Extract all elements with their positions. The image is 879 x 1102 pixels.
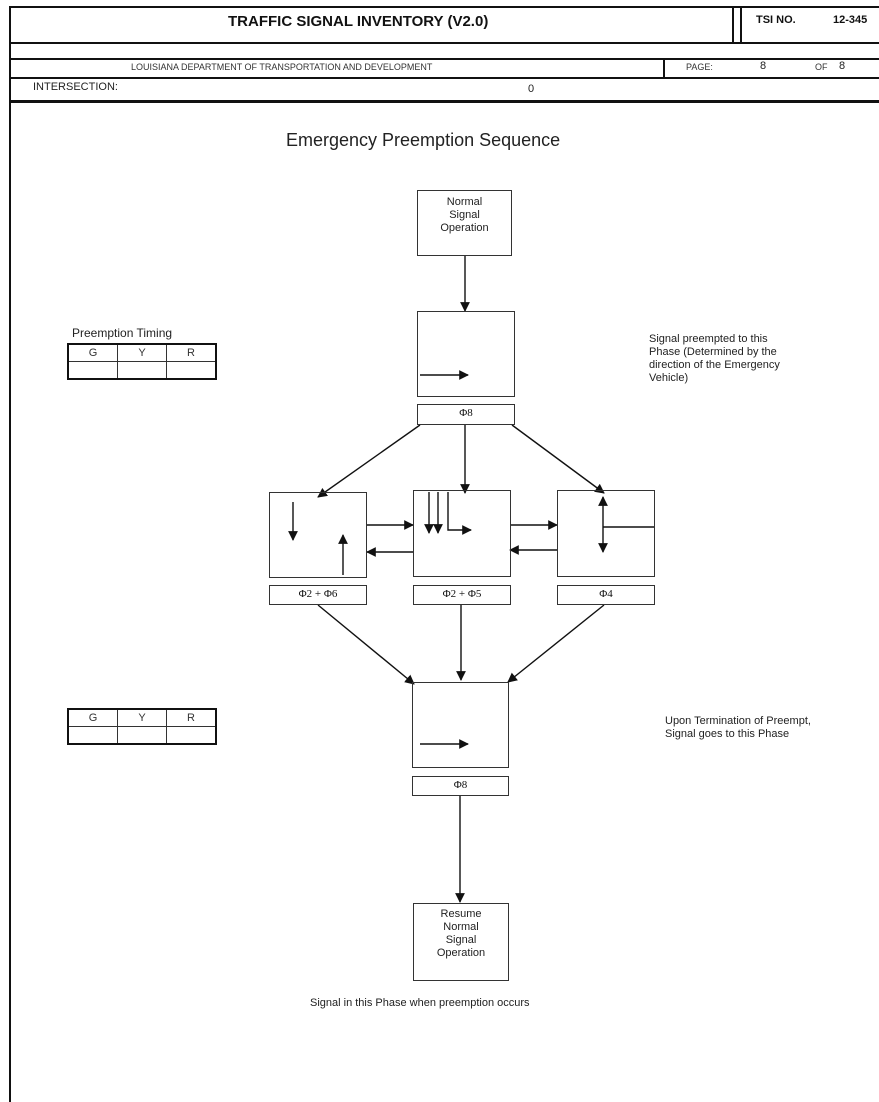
resume-operation-line: Operation bbox=[436, 947, 486, 959]
diagram-title: Emergency Preemption Sequence bbox=[286, 130, 561, 150]
normal-operation-line: Operation bbox=[440, 222, 489, 234]
phase-a-label: Φ2 + Φ6 bbox=[269, 585, 367, 605]
termination-note: Upon Termination of Preempt, Signal goes… bbox=[665, 715, 811, 740]
phase-a-box bbox=[269, 492, 367, 578]
header-divider bbox=[740, 6, 742, 43]
header-rule bbox=[9, 100, 879, 103]
page-border-top bbox=[9, 6, 879, 8]
arrow-preempt-to-phase-c bbox=[511, 424, 605, 494]
preempted-phase-note: Signal preempted to this Phase (Determin… bbox=[649, 333, 780, 384]
resume-operation-line: Signal bbox=[445, 934, 477, 946]
normal-operation-line: Normal bbox=[446, 196, 483, 208]
normal-operation-box: Normal Signal Operation bbox=[417, 190, 512, 256]
of-label: OF bbox=[815, 62, 828, 72]
form-title: TRAFFIC SIGNAL INVENTORY (V2.0) bbox=[228, 13, 489, 30]
timing-value-y[interactable] bbox=[117, 361, 167, 380]
tsi-number-label: TSI NO. bbox=[756, 14, 796, 26]
timing-header-g: G bbox=[67, 343, 118, 362]
termination-timing-table: G Y R bbox=[67, 708, 217, 745]
preempt-phase-box bbox=[417, 311, 515, 397]
timing-table-title: Preemption Timing bbox=[72, 326, 173, 340]
normal-operation-line: Signal bbox=[449, 209, 480, 221]
arrow-phase-a-to-termination bbox=[317, 604, 415, 685]
header-rule bbox=[9, 58, 879, 60]
termination-phase-label: Φ8 bbox=[412, 776, 509, 796]
page-border-left bbox=[9, 6, 11, 1102]
header-divider bbox=[732, 6, 734, 43]
timing-value-g[interactable] bbox=[67, 361, 118, 380]
timing-header-r: R bbox=[166, 708, 217, 727]
resume-operation-box: Resume Normal Signal Operation bbox=[413, 903, 509, 981]
header-divider bbox=[663, 58, 665, 78]
page-number: 8 bbox=[760, 60, 767, 72]
arrow-preempt-to-phase-a bbox=[317, 424, 421, 498]
preempt-phase-label: Φ8 bbox=[417, 404, 515, 425]
page-total: 8 bbox=[839, 60, 846, 72]
phase-c-label: Φ4 bbox=[557, 585, 655, 605]
timing-value-y[interactable] bbox=[117, 726, 167, 745]
termination-phase-box bbox=[412, 682, 509, 768]
header-rule bbox=[9, 42, 879, 44]
resume-operation-line: Normal bbox=[443, 921, 479, 933]
timing-header-y: Y bbox=[117, 708, 167, 727]
tsi-number-value: 12-345 bbox=[833, 14, 868, 26]
timing-value-g[interactable] bbox=[67, 726, 118, 745]
arrow-phase-c-to-termination bbox=[507, 604, 605, 683]
timing-header-y: Y bbox=[117, 343, 167, 362]
phase-b-label: Φ2 + Φ5 bbox=[413, 585, 511, 605]
timing-header-r: R bbox=[166, 343, 217, 362]
intersection-label: INTERSECTION: bbox=[33, 81, 118, 93]
timing-value-r[interactable] bbox=[166, 726, 217, 745]
footer-note: Signal in this Phase when preemption occ… bbox=[310, 997, 530, 1009]
resume-operation-line: Resume bbox=[440, 908, 482, 920]
page-label: PAGE: bbox=[686, 62, 713, 72]
header-rule bbox=[9, 77, 879, 79]
phase-b-box bbox=[413, 490, 511, 577]
timing-header-g: G bbox=[67, 708, 118, 727]
movement-arrow bbox=[447, 492, 472, 535]
department-name: LOUISIANA DEPARTMENT OF TRANSPORTATION A… bbox=[131, 62, 433, 72]
phase-c-box bbox=[557, 490, 655, 577]
timing-value-r[interactable] bbox=[166, 361, 217, 380]
preemption-timing-table: G Y R bbox=[67, 343, 217, 380]
intersection-value: 0 bbox=[528, 83, 535, 95]
